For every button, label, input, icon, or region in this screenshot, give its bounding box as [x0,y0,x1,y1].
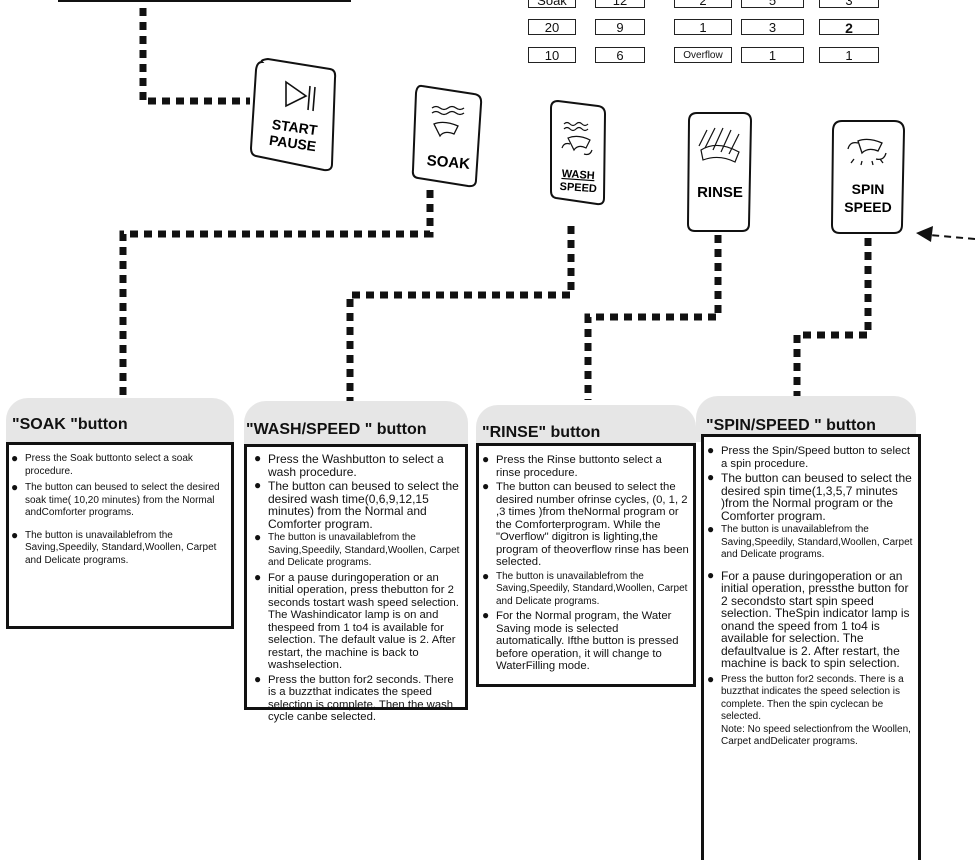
rinse-icon [698,127,740,163]
table-cell: 9 [595,19,645,35]
svg-text:SPEED: SPEED [559,181,597,196]
play-pause-icon [285,80,316,112]
table-cell: 1 [741,47,804,63]
list-item: The button is unavailablefrom the Saving… [11,529,225,568]
wash-icon [561,121,593,156]
list-item: For a pause duringoperation or an initia… [254,571,461,672]
soak-panel: Press the Soak buttonto select a soak pr… [6,442,234,629]
wash-speed-button[interactable]: WASH SPEED [548,98,608,208]
rinse-button[interactable]: RINSE [685,110,755,235]
soak-panel-header [6,398,234,444]
svg-text:WASH: WASH [561,168,595,182]
table-cell: 12 [595,0,645,8]
list-item: The button can beused to select the desi… [707,471,916,522]
list-item: The button is unavailablefrom the Saving… [254,531,461,570]
spin-speed-button[interactable]: SPIN SPEED [828,117,908,237]
table-cell: 2 [674,0,732,8]
table-cell: Overflow [674,47,732,63]
list-item: The button can beused to select the desi… [482,480,689,569]
list-item: Press the button for2 seconds. There is … [707,673,916,724]
start-pause-button[interactable]: START PAUSE [248,56,338,174]
list-item: Press the Soak buttonto select a soak pr… [11,452,225,478]
list-item: Press the Spin/Speed button to select a … [707,444,916,470]
connector-wash [346,226,575,404]
list-item: For the Normal program, the Water Saving… [482,609,689,673]
list-item: The button is unavailablefrom the Saving… [707,523,916,562]
soak-panel-title: "SOAK "button [12,416,128,433]
spin-panel-title: "SPIN/SPEED " button [706,417,876,434]
connector-rinse [584,235,722,400]
table-cell: Soak [528,0,576,8]
list-item: Press the button for2 seconds. There is … [254,673,461,724]
svg-text:SOAK: SOAK [426,152,471,173]
spin-icon [847,138,887,166]
table-cell: 1 [819,47,879,63]
svg-text:SPIN: SPIN [852,181,885,197]
table-cell: 1 [674,19,732,35]
list-item: The button can beused to select the desi… [11,481,225,520]
wash-panel-title: "WASH/SPEED " button [246,421,427,438]
list-item: Press the Washbutton to select a wash pr… [254,452,461,478]
list-item: Press the Rinse buttonto select a rinse … [482,453,689,479]
wash-panel-header [244,401,468,447]
svg-text:RINSE: RINSE [697,184,743,201]
table-cell: 10 [528,47,576,63]
svg-text:START: START [271,116,319,138]
arrow-to-spin [929,234,975,240]
table-cell: 2 [819,19,879,36]
table-cell: 6 [595,47,645,63]
spin-panel: Press the Spin/Speed button to select a … [701,434,921,860]
rinse-panel: Press the Rinse buttonto select a rinse … [476,443,696,687]
connector-start [139,8,250,105]
list-item: For a pause duringoperation or an initia… [707,569,916,670]
note-text: Note: No speed selectionfrom the Woollen… [721,723,911,748]
soak-button[interactable]: SOAK [410,80,485,190]
table-cell: 5 [741,0,804,8]
svg-text:PAUSE: PAUSE [268,132,317,154]
table-cell: 3 [741,19,804,35]
soak-icon [431,105,465,138]
table-cell: 20 [528,19,576,35]
connector-spin [793,238,872,398]
top-bar-line [58,0,351,2]
arrow-head-icon [916,226,933,242]
list-item: The button is unavailablefrom the Saving… [482,570,689,609]
table-cell: 3 [819,0,879,8]
list-item: The button can beused to select the desi… [254,479,461,530]
connector-soak [119,190,434,402]
rinse-panel-title: "RINSE" button [482,424,601,441]
wash-panel: Press the Washbutton to select a wash pr… [244,444,468,723]
svg-text:SPEED: SPEED [844,199,891,215]
